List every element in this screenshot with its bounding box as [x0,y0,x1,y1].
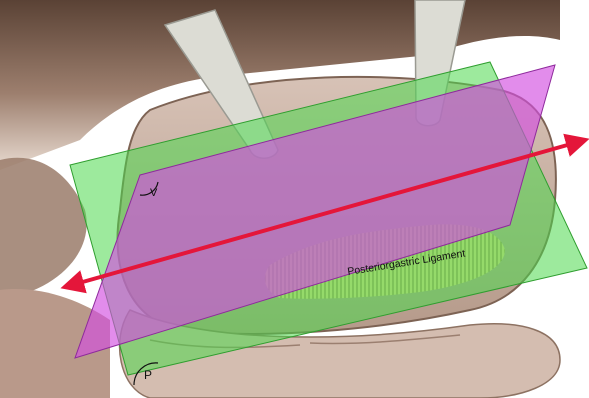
plane-label-p: P [144,368,152,382]
plane-label-v: V [150,187,158,199]
